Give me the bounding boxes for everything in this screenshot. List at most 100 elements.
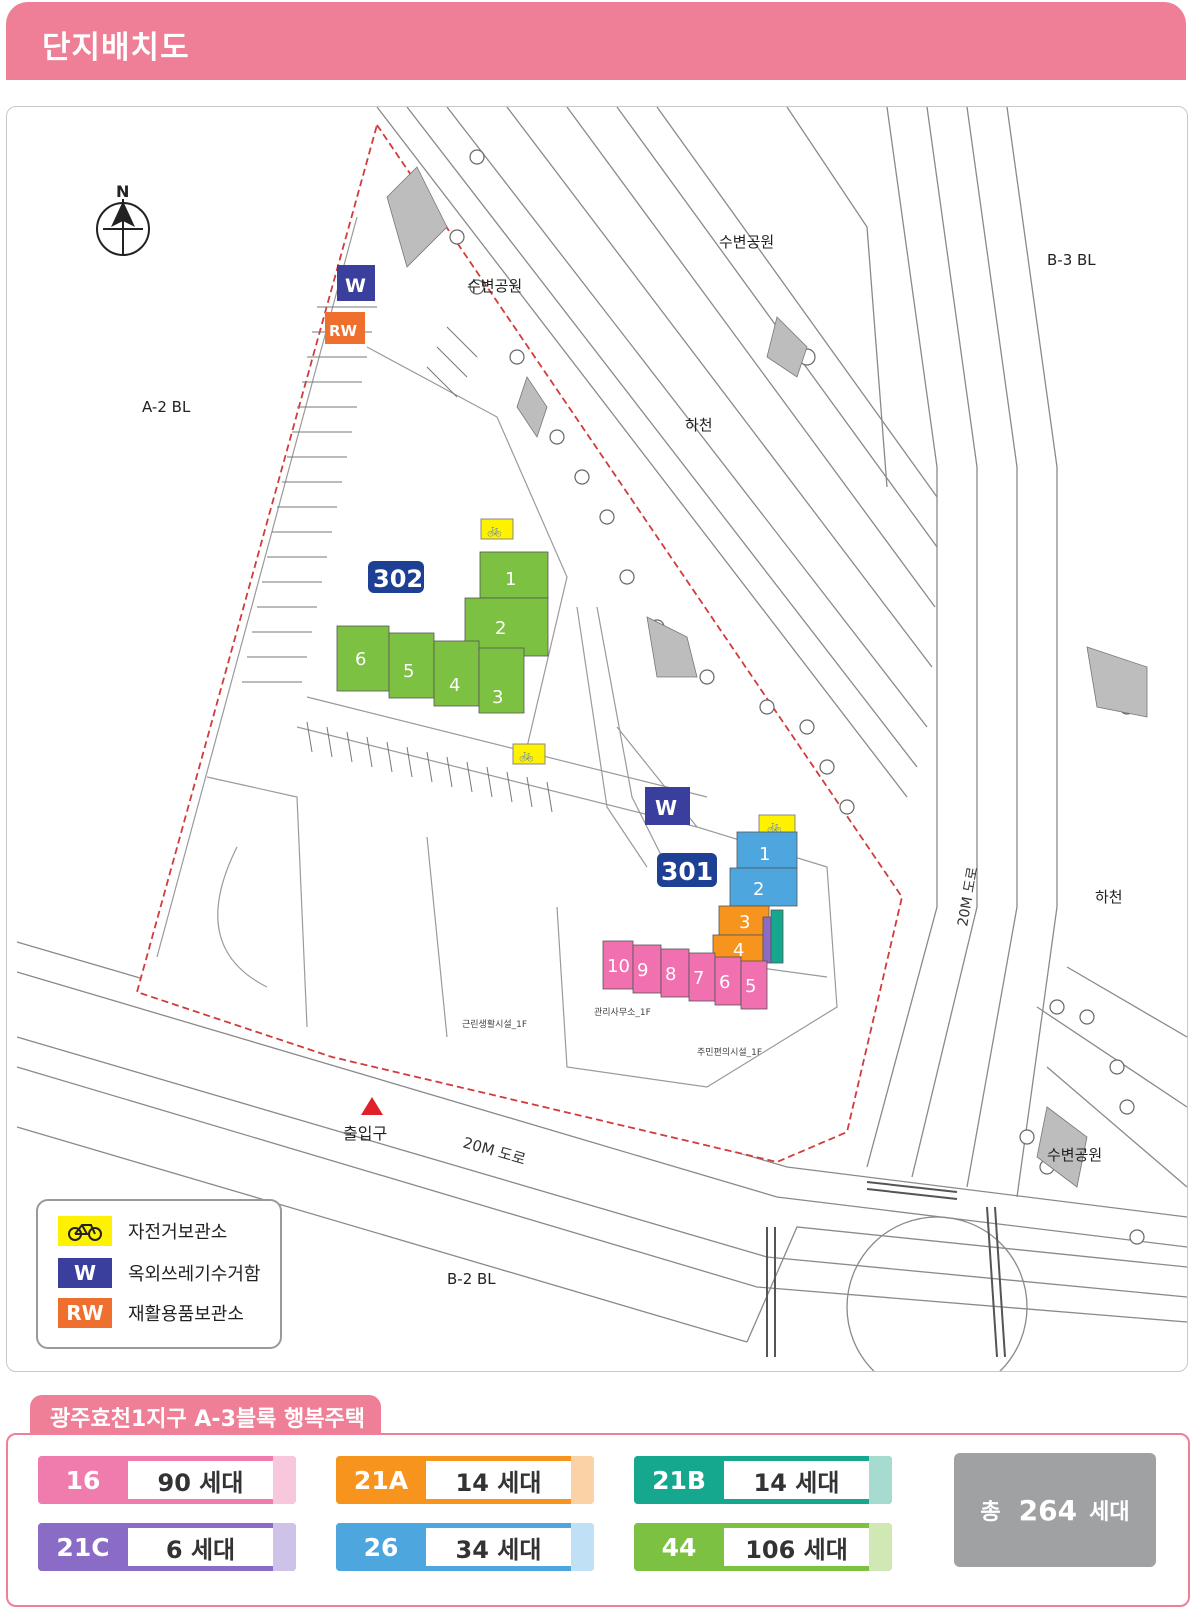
north-arrow [96, 199, 150, 256]
unit-301-10-label: 10 [607, 956, 630, 977]
legend-item-bike: 자전거보관소 [58, 1215, 227, 1247]
unit-301-6-label: 6 [719, 972, 730, 993]
unit-302-3-label: 3 [492, 687, 503, 708]
unit-count: 6 세대 [128, 1528, 273, 1566]
svg-text:🚲: 🚲 [487, 523, 502, 537]
recycle-rw [325, 312, 365, 344]
park-label-1: 수변공원 [719, 233, 774, 251]
unit-301-4-label: 4 [733, 940, 744, 961]
unit-tail [273, 1456, 296, 1504]
page-header: 단지배치도 [6, 2, 1186, 80]
facility-label-2: 주민편의시설_1F [697, 1046, 762, 1058]
unit-302-4-label: 4 [449, 675, 460, 696]
map-legend: 자전거보관소 W 옥외쓰레기수거함 RW 재활용품보관소 [36, 1199, 282, 1349]
a2-block-label: A-2 BL [142, 398, 191, 416]
unit-302-1-label: 1 [505, 569, 516, 590]
unit-count: 14 세대 [724, 1461, 869, 1499]
building-301-label: 301 [661, 857, 713, 886]
b2-block-label: B-2 BL [447, 1270, 496, 1288]
svg-text:🚲: 🚲 [767, 819, 782, 833]
unit-tail [869, 1523, 892, 1571]
building-302-badge [368, 561, 424, 593]
facility-label-3: 관리사무소_1F [594, 1007, 651, 1018]
unit-type-21b: 21B 14 세대 [634, 1456, 892, 1504]
unit-301-21c [762, 916, 772, 964]
facility-label-1: 근린생활시설_1F [462, 1018, 527, 1030]
park-label-3: 수변공원 [1047, 1146, 1102, 1164]
north-label: N [116, 182, 129, 201]
unit-type-44: 44 106 세대 [634, 1523, 892, 1571]
entrance-label: 출입구 [343, 1124, 387, 1143]
unit-code: 21C [38, 1523, 128, 1571]
legend-swatch-w: W [58, 1258, 112, 1288]
legend-label-w: 옥외쓰레기수거함 [128, 1264, 261, 1285]
recycle-rw-label: RW [329, 322, 358, 340]
unit-301-9 [632, 944, 662, 994]
unit-count: 34 세대 [426, 1528, 571, 1566]
legend-item-w: W 옥외쓰레기수거함 [58, 1257, 260, 1289]
site-plan-map: N A-2 BL B-3 BL B-2 BL 수변공원 수변공원 수변공원 하천… [6, 106, 1188, 1372]
bike-rack-1: 🚲 [480, 518, 514, 540]
building-302-label: 302 [373, 565, 423, 593]
unit-301-2 [729, 867, 798, 907]
unit-301-8 [660, 948, 690, 998]
trash-bin-w-2 [645, 787, 690, 825]
unit-302-6 [336, 625, 390, 692]
unit-301-21b [770, 909, 784, 964]
unit-301-6 [714, 956, 742, 1006]
unit-tail [869, 1456, 892, 1504]
river-label-2: 하천 [1095, 888, 1123, 906]
unit-code: 16 [38, 1456, 128, 1504]
trash-bin-w-2-label: W [655, 796, 677, 820]
unit-code: 26 [336, 1523, 426, 1571]
unit-301-10 [602, 940, 634, 990]
page-title: 단지배치도 [42, 30, 190, 66]
unit-count: 90 세대 [128, 1461, 273, 1499]
unit-type-21a: 21A 14 세대 [336, 1456, 594, 1504]
entrance-marker [361, 1097, 383, 1115]
road-label-bottom: 20M 도로 [461, 1134, 528, 1169]
site-plan-drawing: N A-2 BL B-3 BL B-2 BL 수변공원 수변공원 수변공원 하천… [16, 107, 1187, 1371]
legend-item-rw: RW 재활용품보관소 [58, 1297, 244, 1329]
unit-count: 106 세대 [724, 1528, 869, 1566]
total-unit: 세대 [1089, 1500, 1130, 1525]
unit-code: 44 [634, 1523, 724, 1571]
unit-301-3-label: 3 [739, 912, 750, 933]
total-label: 총 [980, 1500, 1001, 1525]
unit-tail [273, 1523, 296, 1571]
unit-count: 14 세대 [426, 1461, 571, 1499]
summary-tab: 광주효천1지구 A-3블록 행복주택 [30, 1395, 381, 1433]
summary-title: 광주효천1지구 A-3블록 행복주택 [50, 1407, 365, 1432]
unit-302-6-label: 6 [355, 649, 366, 670]
trash-bin-w-1-label: W [345, 275, 366, 297]
legend-label-bike: 자전거보관소 [128, 1222, 228, 1243]
bike-rack-2: 🚲 [512, 743, 546, 765]
svg-text:🚲: 🚲 [519, 748, 534, 762]
unit-302-3 [478, 647, 525, 714]
unit-301-1-label: 1 [759, 844, 770, 865]
legend-swatch-rw: RW [58, 1298, 112, 1328]
unit-301-7-label: 7 [693, 968, 704, 989]
unit-type-26: 26 34 세대 [336, 1523, 594, 1571]
unit-type-16: 16 90 세대 [38, 1456, 296, 1504]
unit-301-7 [688, 952, 716, 1002]
unit-301-3 [718, 905, 770, 936]
unit-301-5 [740, 960, 768, 1010]
unit-302-2-label: 2 [495, 618, 506, 639]
unit-302-4 [433, 640, 480, 707]
park-label-2: 수변공원 [467, 277, 522, 295]
unit-301-5-label: 5 [745, 976, 756, 997]
unit-301-1 [736, 831, 798, 869]
unit-302-5 [388, 632, 435, 699]
unit-301-2-label: 2 [753, 879, 764, 900]
unit-tail [571, 1523, 594, 1571]
bike-icon [58, 1216, 112, 1246]
unit-301-8-label: 8 [665, 964, 676, 985]
b3-block-label: B-3 BL [1047, 251, 1096, 269]
river-label-1: 하천 [685, 416, 713, 434]
unit-tail [571, 1456, 594, 1504]
building-301-badge [657, 853, 717, 887]
unit-code: 21B [634, 1456, 724, 1504]
